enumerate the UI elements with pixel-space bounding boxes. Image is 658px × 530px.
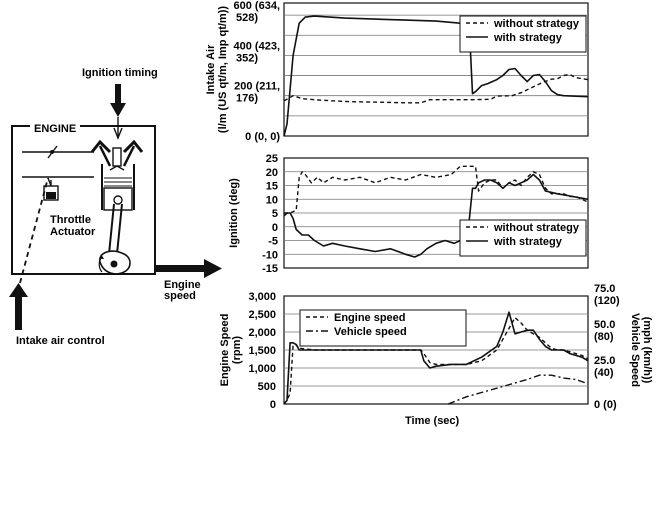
y-tick-label: 0	[270, 399, 276, 411]
series-line-vehicle-speed	[447, 374, 589, 405]
intake-air-control-arrow	[9, 283, 28, 330]
y-axis-label: Engine Speed	[219, 314, 231, 387]
engine-speed-label-2: speed	[164, 290, 196, 302]
throttle-label-2: Actuator	[50, 226, 96, 238]
y-tick-label: 176)	[236, 93, 258, 105]
ignition-timing-arrow	[110, 84, 126, 117]
legend-box	[299, 309, 467, 347]
y-tick-label: 2,000	[248, 327, 276, 339]
legend-label: with strategy	[493, 32, 563, 44]
connecting-rod-icon	[98, 203, 131, 275]
legend-label: with strategy	[493, 236, 563, 248]
y-tick-label: 1,000	[248, 363, 276, 375]
series-line-unlabeled	[283, 311, 589, 405]
engine-title: ENGINE	[34, 123, 76, 135]
y2-tick-label: 25.0	[594, 355, 615, 367]
engine-speed-label-1: Engine	[164, 279, 201, 291]
y-axis-label: (l/m (US qt/m, Imp qt/m))	[217, 6, 229, 133]
legend-label: Engine speed	[334, 312, 406, 324]
legend: without strategy with strategy	[459, 219, 587, 257]
throttle-pivot	[50, 150, 54, 154]
y-tick-label: 0	[272, 222, 278, 234]
legend-label: without strategy	[493, 18, 580, 30]
intake-air-control-label: Intake air control	[16, 335, 105, 347]
y-tick-label: 0 (0, 0)	[245, 131, 280, 143]
y2-axis-label: Vehicle Speed	[629, 313, 641, 387]
y2-tick-label: 75.0	[594, 283, 615, 295]
charts: 0 (0, 0) 200 (211,176) 400 (423,352) 600 (6…	[205, 0, 653, 411]
series-line-without-strategy	[284, 165, 589, 214]
y-tick-label: 1,500	[248, 345, 276, 357]
y-tick-label: 500	[258, 381, 276, 393]
y-tick-label: -5	[268, 236, 278, 248]
y2-tick-label: (120)	[594, 295, 620, 307]
legend-box	[459, 15, 587, 53]
y-tick-label: 2,500	[248, 309, 276, 321]
y-axis-label: (rpm)	[231, 336, 243, 364]
chart-intake_air: 0 (0, 0) 200 (211,176) 400 (423,352) 600 (6…	[205, 0, 589, 143]
series-line-engine-speed	[283, 316, 589, 405]
throttle-label-1: Throttle	[50, 214, 91, 226]
y-tick-label: 5	[272, 208, 278, 220]
y-tick-label: -10	[262, 249, 278, 261]
legend-label: without strategy	[493, 222, 580, 234]
engine-diagram: ENGINE Throttle Actuator	[9, 67, 222, 347]
y2-tick-label: (80)	[594, 331, 614, 343]
legend-label: Vehicle speed	[334, 326, 407, 338]
ignition-timing-label: Ignition timing	[82, 67, 158, 79]
y-tick-label: 600 (634,	[234, 0, 280, 12]
legend: without strategy with strategy	[459, 15, 587, 53]
chart-engine_vehicle_speed: 0 500 1,000 1,500 2,000 2,500 3,000 0 (0) 25.0(4…	[219, 283, 653, 411]
y2-tick-label: (40)	[594, 367, 614, 379]
series-line-with-strategy	[283, 15, 589, 137]
y-tick-label: 20	[266, 167, 278, 179]
y2-tick-label: 0 (0)	[594, 399, 617, 411]
x-axis-label: Time (sec)	[405, 415, 460, 427]
y-tick-label: 3,000	[248, 291, 276, 303]
engine-speed-arrow	[156, 259, 222, 278]
y-tick-label: 25	[266, 153, 278, 165]
series-line-without-strategy	[283, 73, 589, 104]
y-axis-label: Intake Air	[205, 44, 217, 94]
y-tick-label: 15	[266, 181, 278, 193]
y-tick-label: 200 (211,	[234, 81, 280, 93]
intake-control-dashed	[19, 177, 49, 284]
y-tick-label: 10	[266, 194, 278, 206]
y-tick-label: 400 (423,	[234, 40, 280, 52]
y2-tick-label: 50.0	[594, 319, 615, 331]
y2-axis-label: (mph (km/h))	[641, 317, 653, 384]
y-tick-label: -15	[262, 263, 278, 275]
legend-box	[459, 219, 587, 257]
y-tick-label: 528)	[236, 12, 258, 24]
series-line-with-strategy	[283, 173, 589, 258]
y-tick-label: 352)	[236, 52, 258, 64]
engine-box	[11, 125, 156, 275]
cylinder-icon	[90, 139, 144, 211]
y-axis-label: Ignition (deg)	[228, 178, 240, 248]
